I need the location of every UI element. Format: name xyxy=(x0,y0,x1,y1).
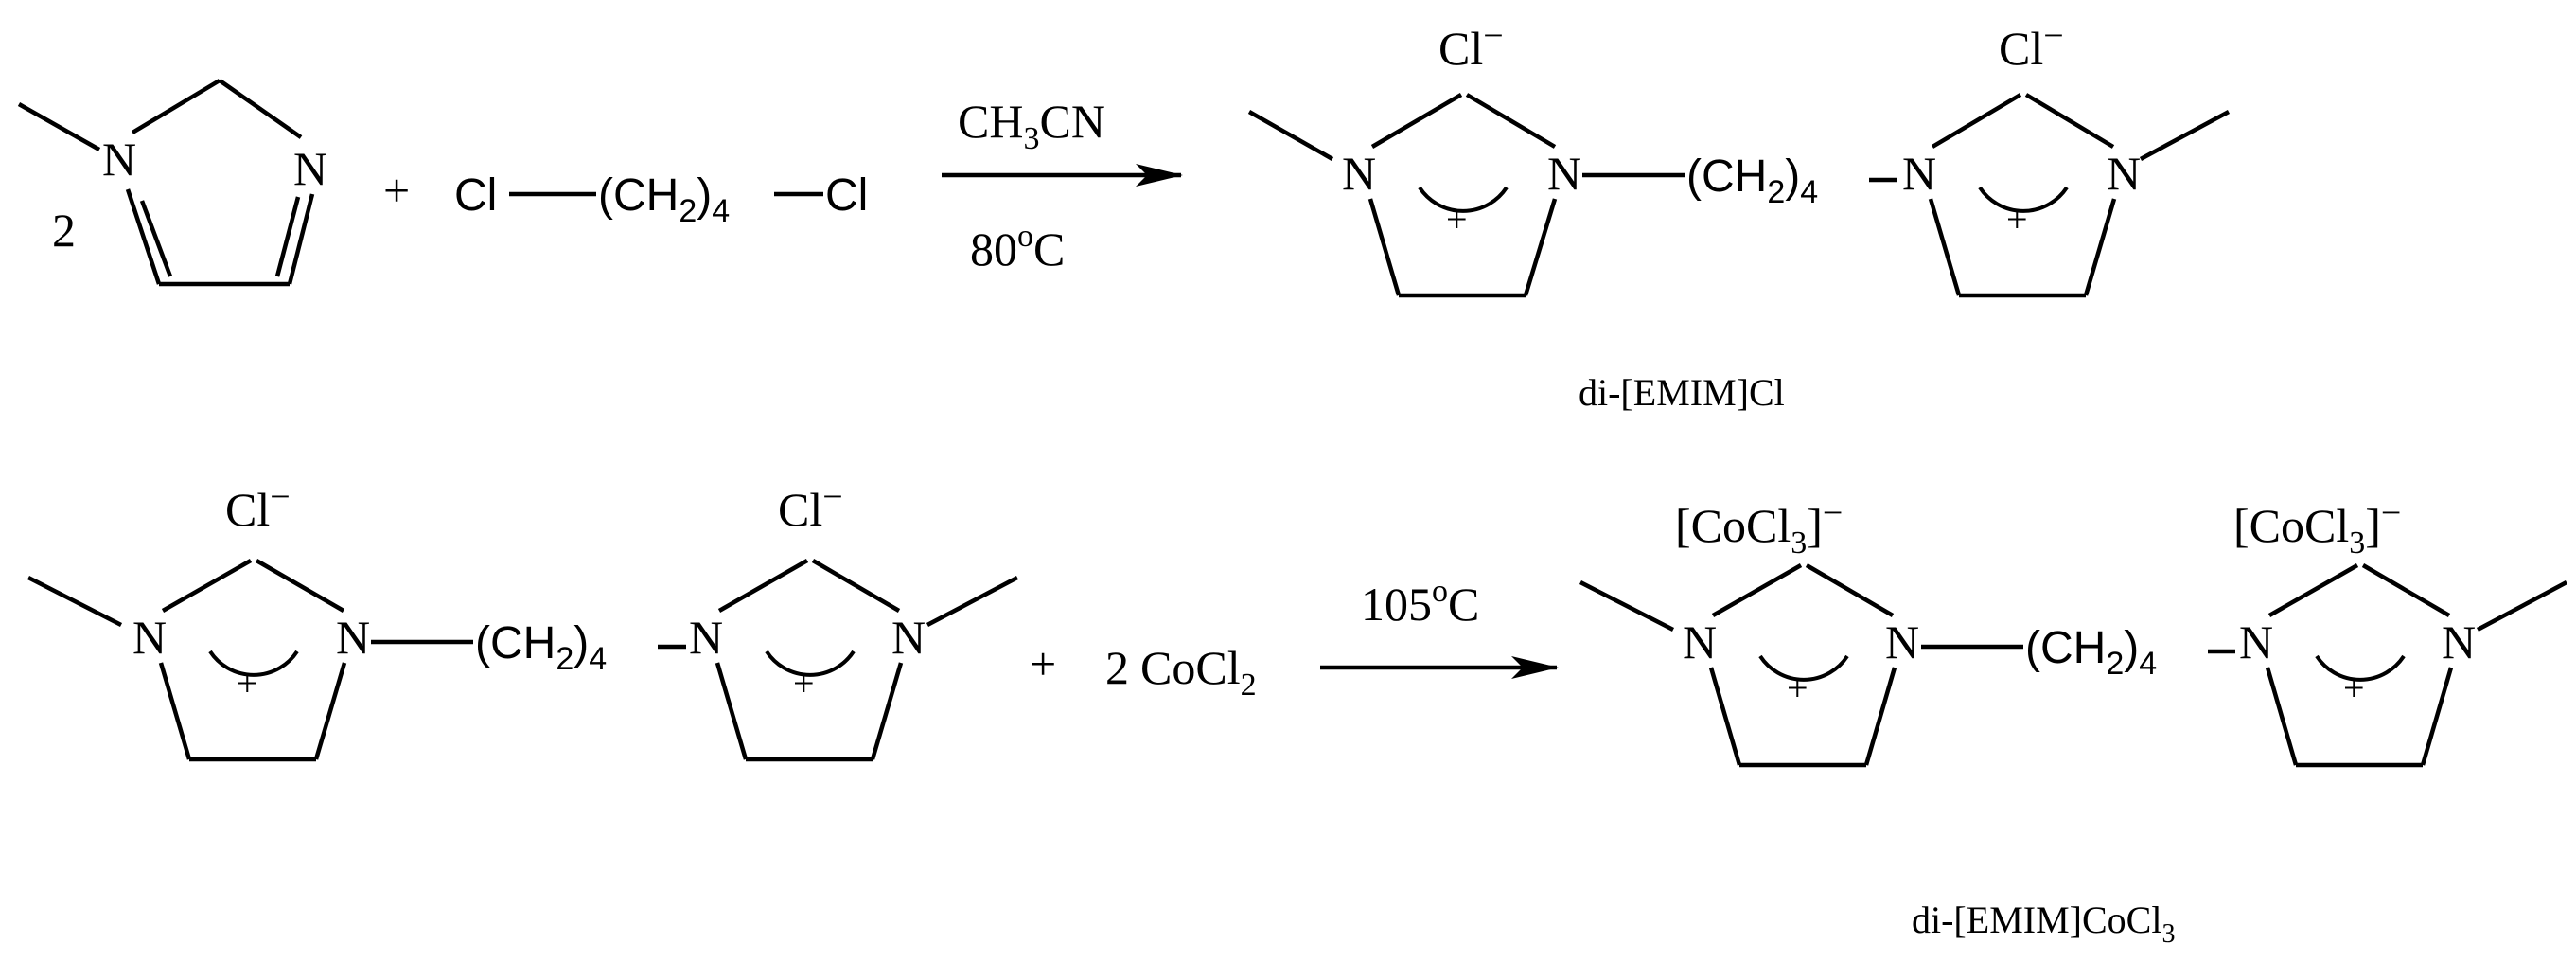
ring-bond xyxy=(161,559,253,613)
delocalization-arc xyxy=(2315,654,2406,682)
ring-bond xyxy=(1711,563,1803,617)
solvent-label: CH3CN xyxy=(958,95,1105,156)
product-label: di-[EMIM]CoCl3 xyxy=(1912,899,2175,949)
methyl-bond xyxy=(2476,580,2568,632)
ring-double-bond-inner xyxy=(274,196,301,277)
reaction-arrow-1: CH3CN 80oC xyxy=(942,95,1183,276)
ring-bond xyxy=(717,559,809,613)
ring-bond xyxy=(2267,563,2359,617)
delocalization-arc xyxy=(1758,654,1849,682)
ring-charge: + xyxy=(2006,198,2028,240)
ring-bond xyxy=(1465,93,1557,149)
ring-charge: + xyxy=(2343,667,2365,709)
ring-bond xyxy=(1708,667,1742,766)
ring-bond xyxy=(1928,198,1962,296)
linker-chain: (CH2)4 xyxy=(1686,151,1818,210)
ring-bond xyxy=(2024,93,2115,149)
ring-charge: + xyxy=(793,662,815,704)
temperature-label: 105oC xyxy=(1361,574,1479,631)
chlorine-left: Cl xyxy=(454,170,497,221)
ring-bond xyxy=(287,193,315,285)
ring-bond xyxy=(2083,198,2117,296)
methyl-bond xyxy=(926,576,1019,627)
delocalization-arc xyxy=(765,650,856,677)
methyl-bond xyxy=(1247,110,1334,161)
chloride-anion-right: Cl− xyxy=(1999,16,2064,75)
dicationic-chloride-product: Cl− N N + (CH2)4 Cl− N N + di-[EMIM]Cl xyxy=(1247,16,2231,414)
ring-nitrogen: N xyxy=(689,611,723,664)
ring-bond xyxy=(1370,93,1463,149)
reaction-arrow-2: 105oC xyxy=(1320,574,1559,679)
ring-bond xyxy=(131,79,221,134)
ring-bond xyxy=(870,662,904,760)
ring-nitrogen: N xyxy=(1683,615,1717,668)
delocalization-arc xyxy=(208,650,299,677)
dicationic-cobalt-product: [CoCl3]− N N + (CH2)4 [CoCl3]− N N + di-… xyxy=(1579,493,2568,949)
ring-nitrogen-3: N xyxy=(293,142,327,195)
delocalization-arc xyxy=(1418,186,1509,213)
ring-bond xyxy=(2420,667,2454,766)
ring-nitrogen: N xyxy=(336,611,370,664)
ring-bond xyxy=(2265,667,2299,766)
ring-bond xyxy=(811,559,901,613)
ring-nitrogen: N xyxy=(2239,615,2273,668)
methyl-bond xyxy=(26,575,123,628)
ring-charge: + xyxy=(1787,667,1808,709)
linker-chain: (CH2)4 xyxy=(2025,623,2157,682)
chloride-anion-left: Cl− xyxy=(225,477,291,536)
ring-bond xyxy=(1523,198,1558,296)
methylimidazole-reactant: 2 N N xyxy=(17,79,327,287)
dicationic-chloride-reactant: Cl− N N + (CH2)4 Cl− N N + xyxy=(26,477,1019,762)
ring-bond xyxy=(715,662,749,760)
linker-chain: (CH2)4 xyxy=(475,618,607,677)
methyl-bond xyxy=(1579,579,1675,632)
ring-nitrogen: N xyxy=(891,611,926,664)
ring-nitrogen: N xyxy=(1902,147,1936,200)
ring-bond xyxy=(218,79,303,139)
product-label: di-[EMIM]Cl xyxy=(1579,371,1785,414)
chain-group: (CH2)4 xyxy=(598,170,730,229)
delocalization-arc xyxy=(1978,186,2069,213)
ring-nitrogen: N xyxy=(132,611,167,664)
ring-nitrogen: N xyxy=(1885,615,1919,668)
ring-nitrogen: N xyxy=(2442,615,2476,668)
stoichiometric-coefficient: 2 xyxy=(52,204,76,257)
chloride-anion-right: Cl− xyxy=(778,477,843,536)
ring-charge: + xyxy=(237,662,258,704)
ring-bond xyxy=(158,662,192,760)
ring-double-bond-inner xyxy=(139,200,173,277)
ring-bond xyxy=(1931,93,2022,149)
ring-bond xyxy=(2361,563,2451,617)
ring-bond xyxy=(1863,667,1897,766)
temperature-label: 80oC xyxy=(970,219,1065,276)
ring-nitrogen: N xyxy=(2107,147,2141,200)
ring-charge: + xyxy=(1446,198,1468,240)
ring-bond xyxy=(125,188,162,285)
ring-bond xyxy=(255,559,345,613)
plus-sign: + xyxy=(1030,637,1056,690)
ring-nitrogen: N xyxy=(1547,147,1581,200)
plus-sign: + xyxy=(383,164,410,217)
cobalt-anion-right: [CoCl3]− xyxy=(2233,493,2401,561)
methyl-bond xyxy=(17,102,101,151)
ring-bond xyxy=(1367,198,1402,296)
ring-bond xyxy=(313,662,347,760)
chloride-anion-left: Cl− xyxy=(1438,16,1504,75)
ring-bond xyxy=(1805,563,1895,617)
methyl-bond xyxy=(2139,110,2231,161)
ring-nitrogen-1: N xyxy=(102,133,136,186)
ring-nitrogen: N xyxy=(1342,147,1376,200)
dichlorobutane-reactant: Cl (CH2)4 Cl xyxy=(454,170,868,229)
cobalt-anion-left: [CoCl3]− xyxy=(1675,493,1843,561)
chlorine-right: Cl xyxy=(825,170,868,221)
